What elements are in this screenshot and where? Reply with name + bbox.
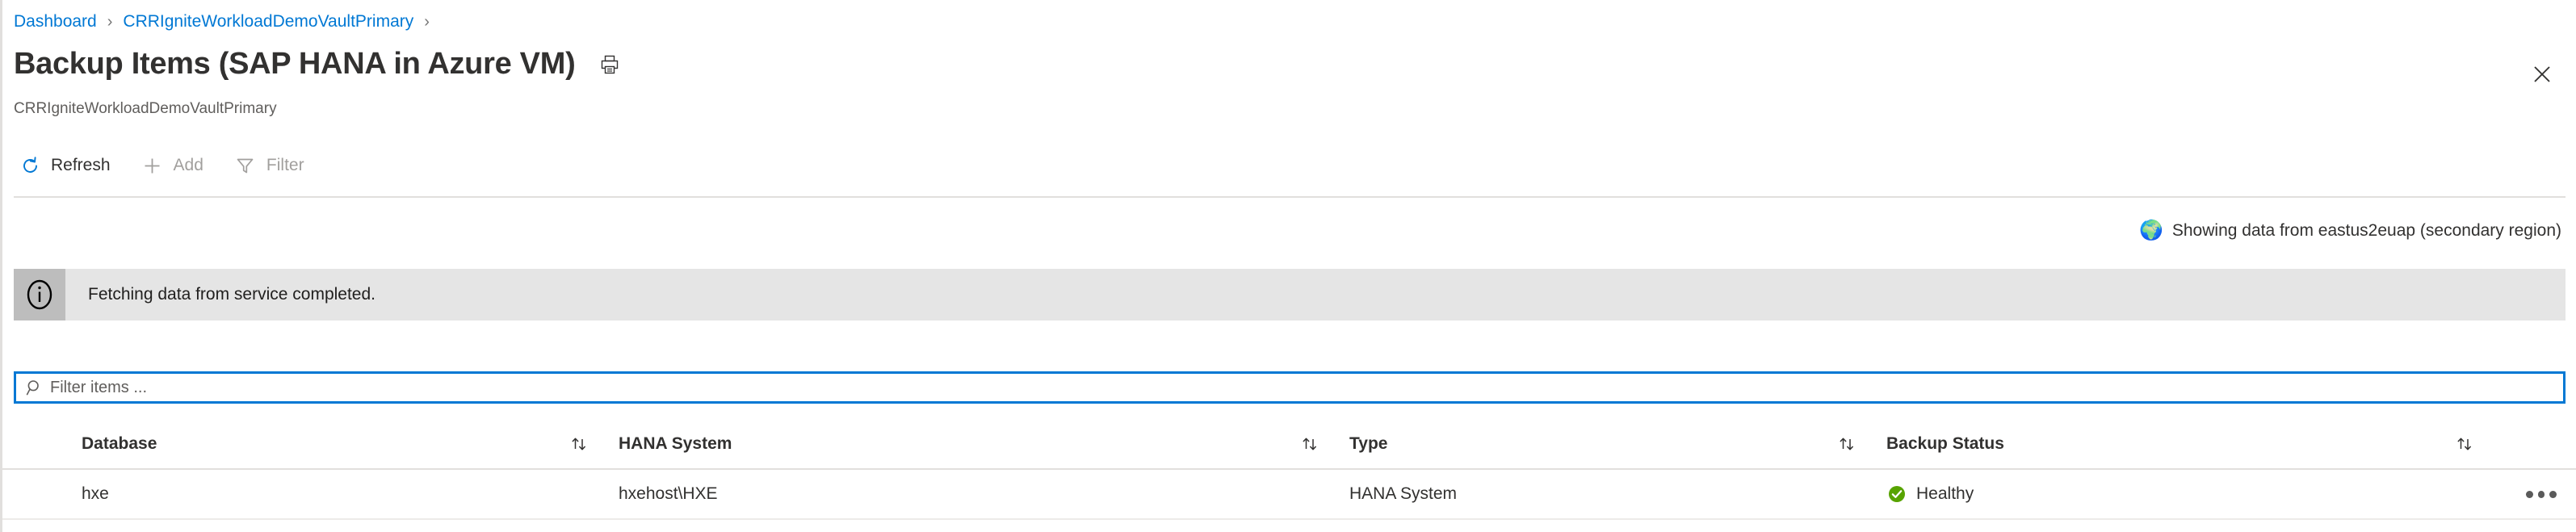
filter-label: Filter — [266, 156, 304, 174]
ellipsis-dot — [2537, 490, 2545, 498]
page-title: Backup Items (SAP HANA in Azure VM) — [14, 47, 576, 81]
sort-icon-backup-status[interactable] — [2454, 434, 2475, 455]
add-label: Add — [173, 156, 203, 174]
region-notice: 🌍 Showing data from eastus2euap (seconda… — [2139, 221, 2561, 241]
information-icon — [14, 269, 65, 320]
breadcrumb-separator-icon: › — [107, 13, 113, 31]
column-header-backup-status[interactable]: Backup Status — [1885, 420, 2503, 468]
filter-items-box[interactable] — [14, 371, 2566, 404]
page-subtitle: CRRIgniteWorkloadDemoVaultPrimary — [14, 100, 277, 117]
column-header-hana-system-label: HANA System — [619, 434, 732, 453]
cell-hana-system-value: hxehost\HXE — [619, 484, 718, 503]
ellipsis-dot — [2526, 490, 2533, 498]
sort-icon-database[interactable] — [568, 434, 589, 455]
check-circle-icon — [1886, 484, 1907, 505]
close-icon[interactable] — [2526, 58, 2558, 90]
breadcrumb-item-dashboard[interactable]: Dashboard — [14, 12, 97, 31]
refresh-button[interactable]: Refresh — [14, 147, 125, 184]
region-notice-text: Showing data from eastus2euap (secondary… — [2171, 221, 2561, 240]
column-header-database[interactable]: Database — [80, 420, 617, 468]
cell-hana-system: hxehost\HXE — [617, 470, 1348, 518]
cell-backup-status: Healthy — [1885, 470, 2503, 518]
title-row: Backup Items (SAP HANA in Azure VM) — [14, 47, 623, 82]
ellipsis-icon[interactable] — [2524, 478, 2559, 510]
cell-backup-status-value: Healthy — [1916, 484, 1974, 503]
breadcrumb-item-vault[interactable]: CRRIgniteWorkloadDemoVaultPrimary — [123, 12, 414, 31]
breadcrumb-separator-icon-2: › — [424, 13, 430, 31]
funnel-icon — [233, 153, 258, 178]
breadcrumb: Dashboard › CRRIgniteWorkloadDemoVaultPr… — [14, 11, 440, 32]
ellipsis-dot — [2549, 490, 2557, 498]
column-header-backup-status-label: Backup Status — [1886, 434, 2004, 453]
cell-type-value: HANA System — [1349, 484, 1458, 503]
column-header-hana-system[interactable]: HANA System — [617, 420, 1348, 468]
add-button[interactable]: Add — [136, 147, 218, 184]
cell-database-value: hxe — [82, 484, 109, 503]
column-header-type-label: Type — [1349, 434, 1388, 453]
refresh-icon — [17, 153, 43, 178]
command-toolbar: Refresh Add Filter — [14, 147, 330, 184]
filter-button[interactable]: Filter — [229, 147, 319, 184]
search-icon — [24, 377, 45, 398]
backup-items-table: Database HANA System — [2, 420, 2576, 520]
sort-icon-type[interactable] — [1836, 434, 1857, 455]
table-row[interactable]: hxe hxehost\HXE HANA System Healthy — [2, 470, 2576, 520]
filter-items-input[interactable] — [50, 378, 2555, 397]
plus-icon — [140, 153, 166, 178]
table-header-row: Database HANA System — [2, 420, 2576, 470]
cell-database: hxe — [80, 470, 617, 518]
toolbar-divider — [14, 196, 2566, 198]
globe-icon: 🌍 — [2138, 220, 2163, 241]
info-banner: Fetching data from service completed. — [14, 269, 2566, 320]
column-header-database-label: Database — [82, 434, 157, 453]
refresh-label: Refresh — [51, 156, 111, 174]
sort-icon-hana-system[interactable] — [1299, 434, 1320, 455]
info-banner-message: Fetching data from service completed. — [88, 285, 375, 304]
column-header-type[interactable]: Type — [1348, 420, 1885, 468]
print-icon[interactable] — [596, 51, 623, 78]
cell-type: HANA System — [1348, 470, 1885, 518]
